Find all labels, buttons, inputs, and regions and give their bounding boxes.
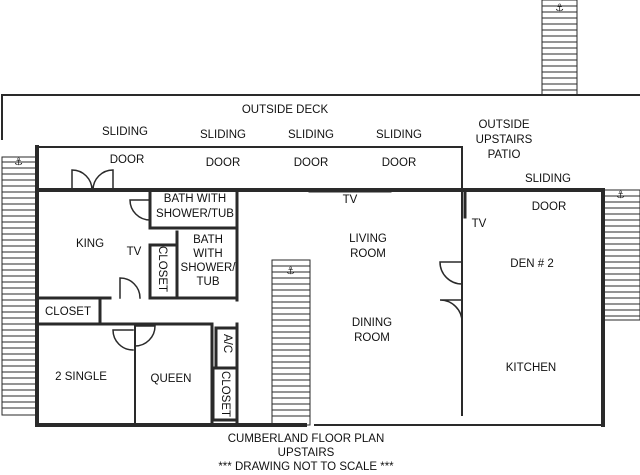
deck-outline [1,94,640,140]
anchor-icon: ⚓ [14,157,23,168]
anchor-icon: ⚓ [286,266,295,277]
stairs-left [1,156,38,416]
anchor-icon: ⚓ [555,3,564,14]
bath2-label: WITH [193,248,223,260]
bath2-label: BATH [193,234,223,246]
patio-label: OUTSIDE [478,119,530,131]
sliding-label: SLIDING [101,126,149,138]
outside-deck-label: OUTSIDE DECK [241,104,329,116]
king-label: KING [75,238,105,250]
sliding-label: SLIDING [375,129,423,141]
stairs-right [602,189,640,321]
plan-title: CUMBERLAND FLOOR PLAN [227,433,385,445]
living-room-label: ROOM [350,248,386,260]
door-label: DOOR [109,154,145,166]
ac-label: A/C [221,334,233,354]
tv-label: TV [471,218,487,230]
stairs-top [541,0,578,96]
sliding-label: SLIDING [524,173,572,185]
closet-label: CLOSET [219,371,231,418]
bath2-label: TUB [196,276,220,288]
den-label: DEN # 2 [510,258,554,270]
anchor-icon: ⚓ [616,190,625,201]
bath2-label: SHOWER/ [180,262,236,274]
two-single-label: 2 SINGLE [55,371,107,383]
closet-label: CLOSET [44,306,92,318]
patio-label: UPSTAIRS [475,134,533,146]
stairs-center [271,259,311,426]
living-label: LIVING [349,233,387,245]
bath-label: SHOWER/TUB [156,208,234,220]
kitchen-label: KITCHEN [505,362,557,374]
dining-label: DINING [351,317,393,329]
sliding-label: SLIDING [199,129,247,141]
dining-room-label: ROOM [354,332,390,344]
door-label: DOOR [531,201,567,213]
bath-label: BATH WITH [163,193,227,205]
closet-label: CLOSET [156,246,168,293]
queen-label: QUEEN [150,373,192,385]
patio-label: PATIO [487,149,521,161]
tv-label: TV [342,194,358,206]
sliding-label: SLIDING [287,129,335,141]
door-label: DOOR [381,157,417,169]
door-label: DOOR [293,157,329,169]
door-label: DOOR [205,157,241,169]
door-swings [71,169,463,351]
tv-label: TV [126,246,142,258]
scale-note: *** DRAWING NOT TO SCALE *** [218,461,394,473]
plan-subtitle: UPSTAIRS [277,447,335,459]
